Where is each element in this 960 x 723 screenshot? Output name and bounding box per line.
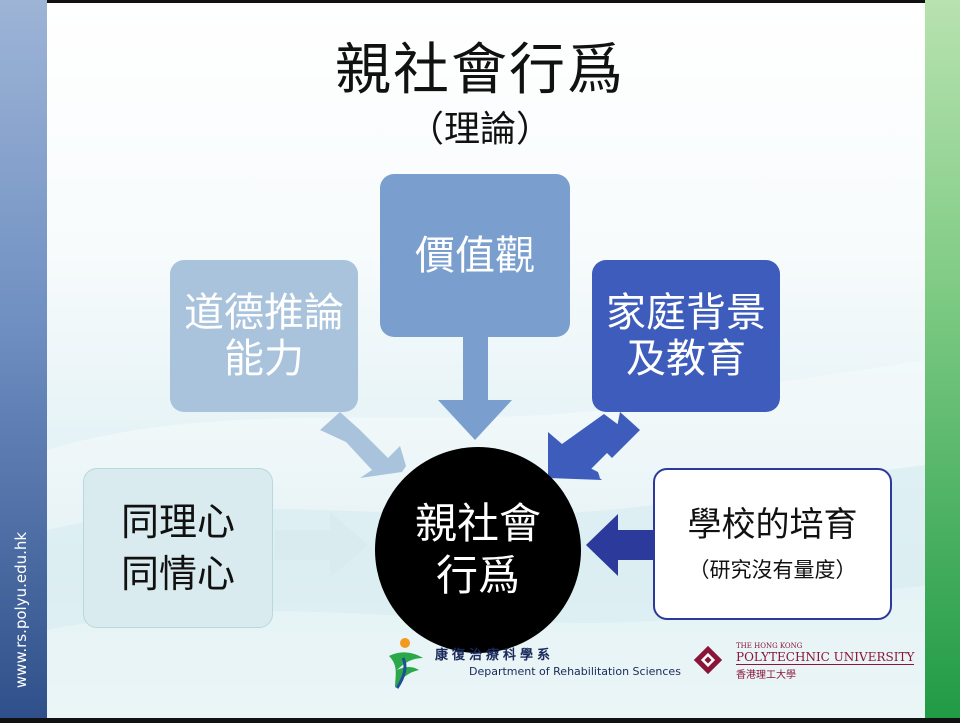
rs-logo-chinese: 康復治療科學系 — [435, 648, 555, 663]
node-empathy-line2: 同情心 — [120, 552, 235, 596]
arrow-family — [586, 412, 640, 478]
node-school-line1: 學校的培育 — [687, 505, 858, 545]
node-moral-line2: 能力 — [224, 336, 304, 382]
side-url: www.rs.polyu.edu.hk — [12, 531, 30, 689]
slide-title: 親社會行爲 — [335, 38, 625, 103]
center-line1: 親社會 — [414, 499, 541, 548]
rs-department-logo: 康復治療科學系 Department of Rehabilitation Sci… — [383, 636, 681, 696]
polyu-logo-mark-icon — [693, 645, 723, 675]
side-url-container: www.rs.polyu.edu.hk — [6, 530, 36, 690]
node-family-line2: 及教育 — [626, 336, 746, 382]
node-school-note: （研究沒有量度） — [688, 558, 857, 582]
node-empathy: 同理心 同情心 — [83, 468, 273, 628]
rs-logo-mark-icon — [389, 638, 423, 689]
arrow-empathy — [275, 512, 368, 578]
node-empathy-line1: 同理心 — [120, 500, 235, 544]
polyu-logo: THE HONG KONG POLYTECHNIC UNIVERSITY 香港理… — [688, 640, 915, 690]
node-values: 價值觀 — [380, 174, 570, 337]
left-accent-bar — [0, 0, 47, 723]
center-node-prosocial: 親社會 行爲 — [375, 447, 581, 653]
slide-subtitle: （理論） — [407, 109, 552, 150]
polyu-logo-english-small: THE HONG KONG — [736, 642, 803, 650]
node-family-background: 家庭背景 及教育 — [592, 260, 780, 412]
center-line2: 行爲 — [435, 551, 520, 600]
polyu-logo-chinese: 香港理工大學 — [736, 670, 796, 681]
node-moral-reasoning: 道德推論 能力 — [170, 260, 358, 412]
top-border — [0, 0, 960, 3]
bottom-border — [0, 718, 960, 723]
node-family-line1: 家庭背景 — [606, 290, 766, 336]
arrow-school — [586, 514, 653, 576]
node-values-label: 價值觀 — [415, 232, 535, 279]
node-moral-line1: 道德推論 — [184, 290, 344, 336]
right-accent-bar — [925, 0, 960, 723]
arrow-moral — [320, 412, 406, 478]
node-school: 學校的培育 （研究沒有量度） — [653, 468, 892, 620]
rs-logo-english: Department of Rehabilitation Sciences — [469, 665, 681, 678]
polyu-logo-english-main: POLYTECHNIC UNIVERSITY — [736, 650, 915, 665]
arrow-values — [438, 337, 512, 440]
